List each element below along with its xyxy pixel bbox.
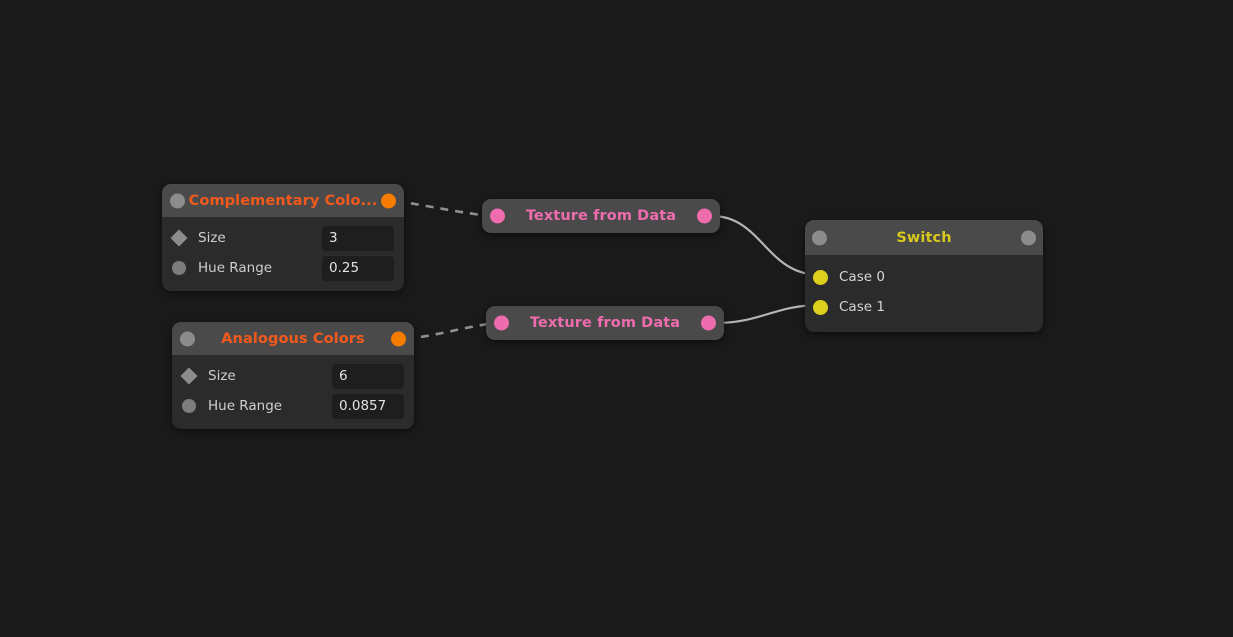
- output-socket-texture-bottom[interactable]: [701, 315, 716, 331]
- node-title-texture-top: Texture from Data: [525, 208, 677, 224]
- node-title-texture-bottom: Texture from Data: [529, 315, 681, 331]
- input-socket-texture-bottom[interactable]: [494, 315, 509, 331]
- param-label-size: Size: [198, 230, 226, 246]
- node-analogous-colors[interactable]: Analogous Colors Size 6 Hue Range 0.0857: [172, 322, 414, 429]
- input-socket-analogous[interactable]: [180, 331, 195, 346]
- param-socket-circle-icon[interactable]: [182, 399, 196, 413]
- output-socket-complementary[interactable]: [381, 193, 396, 208]
- node-header-texture-bottom[interactable]: Texture from Data: [486, 306, 724, 340]
- param-field-hue-range[interactable]: 0.25: [322, 255, 394, 281]
- node-texture-from-data-top[interactable]: Texture from Data: [482, 199, 720, 233]
- input-socket-texture-top[interactable]: [490, 208, 505, 224]
- wire-complementary-to-texture-top: [395, 199, 490, 218]
- param-row-size-analogous[interactable]: Size 6: [172, 361, 414, 391]
- case-row-1[interactable]: Case 1: [805, 292, 1043, 322]
- node-header-texture-top[interactable]: Texture from Data: [482, 199, 720, 233]
- node-header-analogous[interactable]: Analogous Colors: [172, 322, 414, 355]
- wire-analogous-to-texture-bottom: [405, 321, 495, 341]
- param-label-size: Size: [208, 368, 236, 384]
- node-header-switch[interactable]: Switch: [805, 220, 1043, 255]
- param-socket-diamond-icon[interactable]: [170, 229, 188, 247]
- output-socket-analogous[interactable]: [391, 331, 406, 346]
- param-row-hue-range-analogous[interactable]: Hue Range 0.0857: [172, 391, 414, 421]
- node-title-complementary: Complementary Colo...: [188, 192, 378, 209]
- node-complementary-colors[interactable]: Complementary Colo... Size 3 Hue Range 0…: [162, 184, 404, 291]
- param-socket-circle-icon[interactable]: [172, 261, 186, 275]
- node-body-switch: Case 0 Case 1: [805, 255, 1043, 332]
- case-socket-1[interactable]: [813, 299, 828, 315]
- input-socket-complementary[interactable]: [170, 193, 185, 208]
- node-body-complementary: Size 3 Hue Range 0.25: [162, 217, 404, 291]
- case-label-0: Case 0: [839, 269, 885, 285]
- param-row-hue-range-complementary[interactable]: Hue Range 0.25: [162, 253, 404, 283]
- node-header-complementary[interactable]: Complementary Colo...: [162, 184, 404, 217]
- output-socket-texture-top[interactable]: [697, 208, 712, 224]
- param-label-hue-range: Hue Range: [208, 398, 283, 414]
- wire-texture-top-to-switch-case-0: [710, 214, 822, 277]
- param-row-size-complementary[interactable]: Size 3: [162, 223, 404, 253]
- param-socket-diamond-icon[interactable]: [180, 367, 198, 385]
- param-field-size[interactable]: 3: [322, 225, 394, 251]
- input-socket-switch[interactable]: [812, 230, 827, 245]
- output-socket-switch[interactable]: [1021, 230, 1036, 245]
- case-socket-0[interactable]: [813, 269, 828, 285]
- param-field-hue-range[interactable]: 0.0857: [332, 393, 404, 419]
- node-title-switch: Switch: [896, 229, 952, 246]
- node-body-analogous: Size 6 Hue Range 0.0857: [172, 355, 414, 429]
- param-field-size[interactable]: 6: [332, 363, 404, 389]
- param-label-hue-range: Hue Range: [198, 260, 273, 276]
- node-texture-from-data-bottom[interactable]: Texture from Data: [486, 306, 724, 340]
- case-row-0[interactable]: Case 0: [805, 262, 1043, 292]
- node-title-analogous: Analogous Colors: [221, 330, 365, 347]
- node-switch[interactable]: Switch Case 0 Case 1: [805, 220, 1043, 332]
- case-label-1: Case 1: [839, 299, 885, 315]
